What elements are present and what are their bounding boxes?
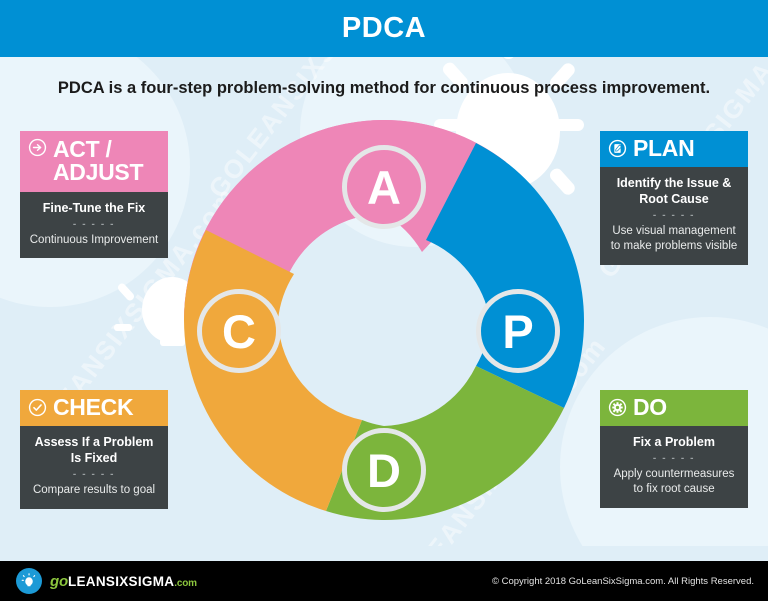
subtitle-text: PDCA is a four-step problem-solving meth… <box>57 78 711 97</box>
arrow-right-circle-icon <box>28 138 47 157</box>
card-do-body: Fix a Problem - - - - - Apply countermea… <box>600 426 748 508</box>
lightbulb-icon <box>16 568 42 594</box>
lightbulb-glyph <box>21 573 36 587</box>
cycle-badge-do[interactable]: D <box>342 428 426 512</box>
card-plan-heading: Identify the Issue & Root Cause <box>616 176 732 207</box>
cycle-segment-do[interactable] <box>384 366 564 521</box>
brand-go: go <box>50 572 68 590</box>
card-check-subtext: Compare results to goal <box>32 483 156 496</box>
card-act-body: Fine-Tune the Fix - - - - - Continuous I… <box>20 191 168 259</box>
card-act-subtext: Continuous Improvement <box>29 233 159 246</box>
brand-wordmark: goLEANSIXSIGMA.com <box>50 573 197 590</box>
page-title: PDCA <box>341 12 427 44</box>
card-act-divider: - - - - - <box>72 218 116 230</box>
cycle-segment-plan[interactable] <box>426 143 584 320</box>
card-plan-header: PLAN <box>600 131 748 168</box>
footer-spacer <box>0 546 768 561</box>
card-act-title: ACT / ADJUST <box>53 136 144 186</box>
card-do-heading: Fix a Problem <box>633 435 715 450</box>
title-bar: PDCA <box>0 0 768 57</box>
card-check-header: CHECK <box>20 390 168 427</box>
cycle-badge-check[interactable]: C <box>197 289 281 373</box>
card-plan-title: PLAN <box>633 135 695 161</box>
card-act-title-line1: ACT / <box>53 136 112 162</box>
check-circle-icon <box>28 399 47 417</box>
card-act-title-line2: ADJUST <box>53 159 144 186</box>
card-do-subtext: Apply countermeasures to fix root cause <box>613 468 735 496</box>
card-plan-subtext: Use visual management to make problems v… <box>610 224 738 252</box>
cycle-badge-plan[interactable]: P <box>476 289 560 373</box>
card-check-heading: Assess If a Problem Is Fixed <box>34 435 154 466</box>
footer-bar: goLEANSIXSIGMA.com © Copyright 2018 GoLe… <box>0 561 768 601</box>
brand-logo[interactable]: goLEANSIXSIGMA.com <box>16 568 197 594</box>
card-act-heading: Fine-Tune the Fix <box>42 200 146 215</box>
card-do-header: DO <box>600 390 748 427</box>
clipboard-pencil-circle-icon <box>608 140 627 158</box>
brand-com: .com <box>174 577 197 589</box>
card-act[interactable]: ACT / ADJUST Fine-Tune the Fix - - - - -… <box>20 131 168 259</box>
card-do-divider: - - - - - <box>652 453 696 465</box>
card-check-title: CHECK <box>53 394 134 420</box>
cycle-badge-letter: C <box>222 304 256 358</box>
cycle-badge-act[interactable]: A <box>342 145 426 229</box>
card-plan-body: Identify the Issue & Root Cause - - - - … <box>600 167 748 265</box>
brand-main: LEANSIXSIGMA <box>67 573 175 589</box>
copyright-text: © Copyright 2018 GoLeanSixSigma.com. All… <box>491 575 754 587</box>
card-do-title: DO <box>633 394 667 420</box>
card-check-divider: - - - - - <box>72 468 116 480</box>
cycle-badge-letter: A <box>367 160 401 214</box>
card-plan[interactable]: PLAN Identify the Issue & Root Cause - -… <box>600 131 748 265</box>
card-plan-divider: - - - - - <box>652 209 696 221</box>
cycle-badge-letter: D <box>367 443 401 497</box>
card-act-header: ACT / ADJUST <box>20 131 168 192</box>
cycle-badge-letter: P <box>502 304 534 358</box>
card-check[interactable]: CHECK Assess If a Problem Is Fixed - - -… <box>20 390 168 509</box>
card-check-body: Assess If a Problem Is Fixed - - - - - C… <box>20 426 168 509</box>
card-do[interactable]: DO Fix a Problem - - - - - Apply counter… <box>600 390 748 508</box>
gear-circle-icon <box>608 399 627 417</box>
subtitle-band: PDCA is a four-step problem-solving meth… <box>0 57 768 119</box>
